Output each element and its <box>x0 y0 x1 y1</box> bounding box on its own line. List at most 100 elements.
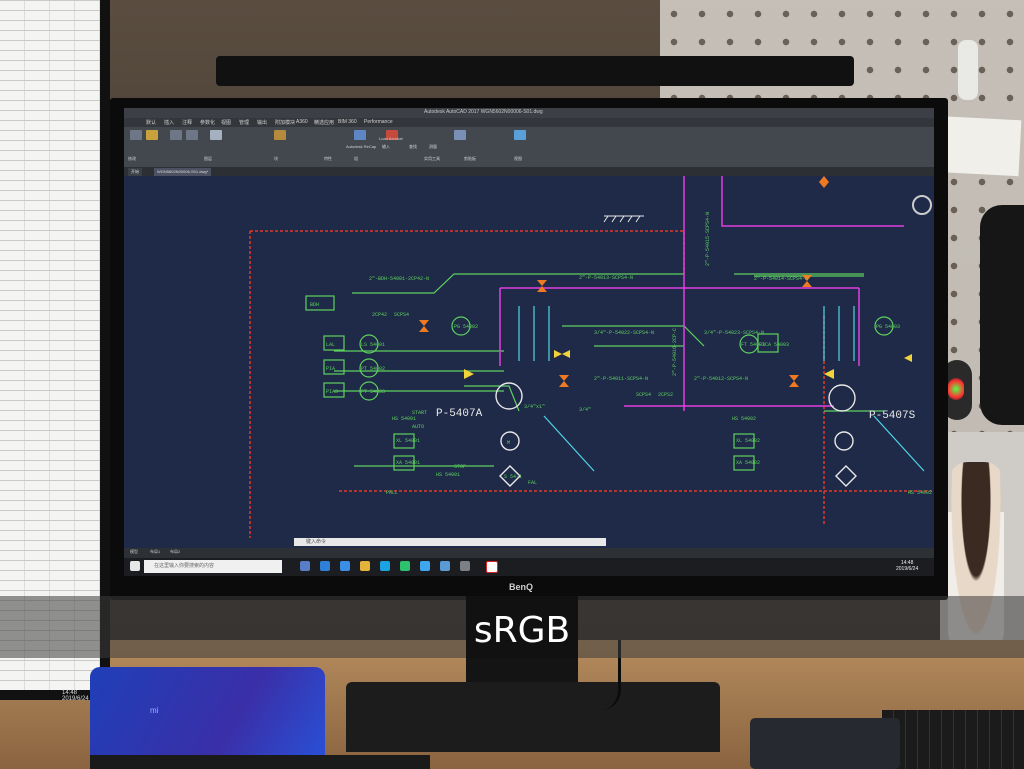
app-icon[interactable] <box>440 561 450 571</box>
acrobat-label: Load Acrobat <box>379 136 403 141</box>
tag-label: PIA <box>326 366 335 372</box>
tag-label: LS 54001 <box>361 342 385 348</box>
power-cable <box>588 640 621 710</box>
modify-button[interactable] <box>146 130 158 140</box>
tab-model[interactable]: 模型 <box>130 549 138 554</box>
menu-tab[interactable]: 默认 <box>146 120 157 126</box>
tab-layout2[interactable]: 布局2 <box>170 549 181 554</box>
tag-label: PT 54003 <box>361 389 385 395</box>
menu-tab[interactable]: 注释 <box>182 120 193 126</box>
line-label: 2"-P-54013-SCPS4-N <box>579 275 633 281</box>
menu-tab[interactable]: 视图 <box>221 120 232 126</box>
equipment-label: P-5407S <box>869 410 916 422</box>
ribbon-group-label: 剪贴板 <box>464 156 476 161</box>
menu-tab[interactable]: 插入 <box>164 120 175 126</box>
menu-tab[interactable]: 管理 <box>239 120 250 126</box>
tag-label: FT 54003 <box>741 342 765 348</box>
misc-label: PALL <box>386 490 398 496</box>
menu-tab[interactable]: BIM 360 <box>338 119 357 125</box>
cutting-mat <box>882 710 1024 769</box>
clipboard-button[interactable] <box>454 130 466 140</box>
ribbon-group-label: 组 <box>354 156 358 161</box>
autocad-icon[interactable] <box>486 561 498 573</box>
misc-label: 3/4" <box>579 407 591 413</box>
wechat-icon[interactable] <box>400 561 410 571</box>
line-label: 2"-P-54014-SCPS4-N <box>754 276 808 282</box>
folder-icon[interactable] <box>360 561 370 571</box>
app-icon[interactable] <box>380 561 390 571</box>
misc-label: SCPS4 <box>394 312 409 318</box>
monitor-stand-base <box>346 682 720 752</box>
misc-label: M <box>507 440 510 446</box>
tag-label: HS 54002 <box>908 490 932 496</box>
ribbon-group-label: 块 <box>274 156 278 161</box>
pid-drawing[interactable]: P-5407A P-5407S 2"-BDH-54001-2CP42-N 2"-… <box>124 176 934 538</box>
misc-label: START <box>412 410 427 416</box>
keyboard <box>90 755 430 769</box>
block-button[interactable] <box>274 130 286 140</box>
tag-label: PG 54003 <box>876 324 900 330</box>
tag-label: HS 54001 <box>392 416 416 422</box>
browser-icon[interactable] <box>420 561 430 571</box>
app-title-bar <box>124 108 934 118</box>
tag-label: PT 54002 <box>361 366 385 372</box>
ribbon-group-label: 修改 <box>128 156 136 161</box>
tab-drawing[interactable]: WGN5602N00006-S01.dwg* <box>154 168 212 176</box>
menu-tab[interactable]: 附加模块 <box>275 120 296 126</box>
headphones <box>980 205 1024 425</box>
tab-start[interactable]: 开始 <box>128 168 142 176</box>
misc-label: 3/4"x1" <box>524 404 545 410</box>
taskbar-search-input[interactable]: 在这里输入你要搜索的内容 <box>144 560 282 573</box>
move-button[interactable] <box>170 130 182 140</box>
edge-icon[interactable] <box>320 561 330 571</box>
tag-label: HS 54001 <box>436 472 460 478</box>
misc-label: BDH <box>310 302 319 308</box>
menu-tab[interactable]: 输出 <box>257 120 268 126</box>
misc-label: S 54-1 <box>504 474 522 480</box>
layout-tab-bar <box>124 548 934 558</box>
recap-label: Autodesk ReCap <box>346 144 377 149</box>
view-cube-icon[interactable] <box>912 195 932 215</box>
misc-label: FAL <box>528 480 537 486</box>
ribbon-group-label: 视图 <box>514 156 522 161</box>
tag-label: XA 54001 <box>396 460 420 466</box>
task-view-icon[interactable] <box>300 561 310 571</box>
mail-icon[interactable] <box>340 561 350 571</box>
ribbon-tab-bar <box>124 118 934 127</box>
menu-tab[interactable]: Performance <box>364 119 393 125</box>
color-mode-label: sRGB <box>473 610 571 651</box>
menu-tab[interactable]: 参数化 <box>200 120 216 126</box>
monitor-light-bar <box>216 56 854 86</box>
line-label: 3/4"-P-54023-SCPS4-N <box>704 330 764 336</box>
tag-label: XA 54002 <box>736 460 760 466</box>
misc-label: AUTO <box>412 424 424 430</box>
line-label: 2"-P-54016-2CP-C <box>672 328 678 376</box>
import-label: 输入 <box>382 144 390 149</box>
line-label: 3/4"-P-54022-SCPS4-N <box>594 330 654 336</box>
misc-label: STOP <box>454 464 466 470</box>
properties-button[interactable] <box>354 130 366 140</box>
layer-button[interactable] <box>210 130 222 140</box>
left-monitor-document <box>0 0 100 690</box>
line-label: 2"-P-54012-SCPS4-N <box>694 376 748 382</box>
line-label: 2"-BDH-54001-2CP42-N <box>369 276 429 282</box>
menu-tab[interactable]: A360 <box>296 119 308 125</box>
copy-button[interactable] <box>186 130 198 140</box>
tab-layout1[interactable]: 布局1 <box>150 549 161 554</box>
ribbon-panel <box>124 127 934 167</box>
line-label: 2"-P-54015-SCPS4-N <box>705 212 711 266</box>
misc-label: 2CP42 <box>372 312 387 318</box>
command-input[interactable]: 键入命令 <box>294 538 606 546</box>
acrobat-button[interactable] <box>386 130 398 140</box>
find-label: 查找 <box>409 144 417 149</box>
smartphone <box>90 667 325 769</box>
left-monitor-clock: 14:48 2019/6/24 <box>62 690 89 702</box>
start-icon[interactable] <box>130 561 140 571</box>
monitor-brand: BenQ <box>509 582 534 592</box>
menu-tab[interactable]: 精选应用 <box>314 120 335 126</box>
draw-button[interactable] <box>130 130 142 140</box>
measure-label: 测量 <box>429 144 437 149</box>
file-tab-bar <box>124 167 934 176</box>
app-icon[interactable] <box>460 561 470 571</box>
view-button[interactable] <box>514 130 526 140</box>
